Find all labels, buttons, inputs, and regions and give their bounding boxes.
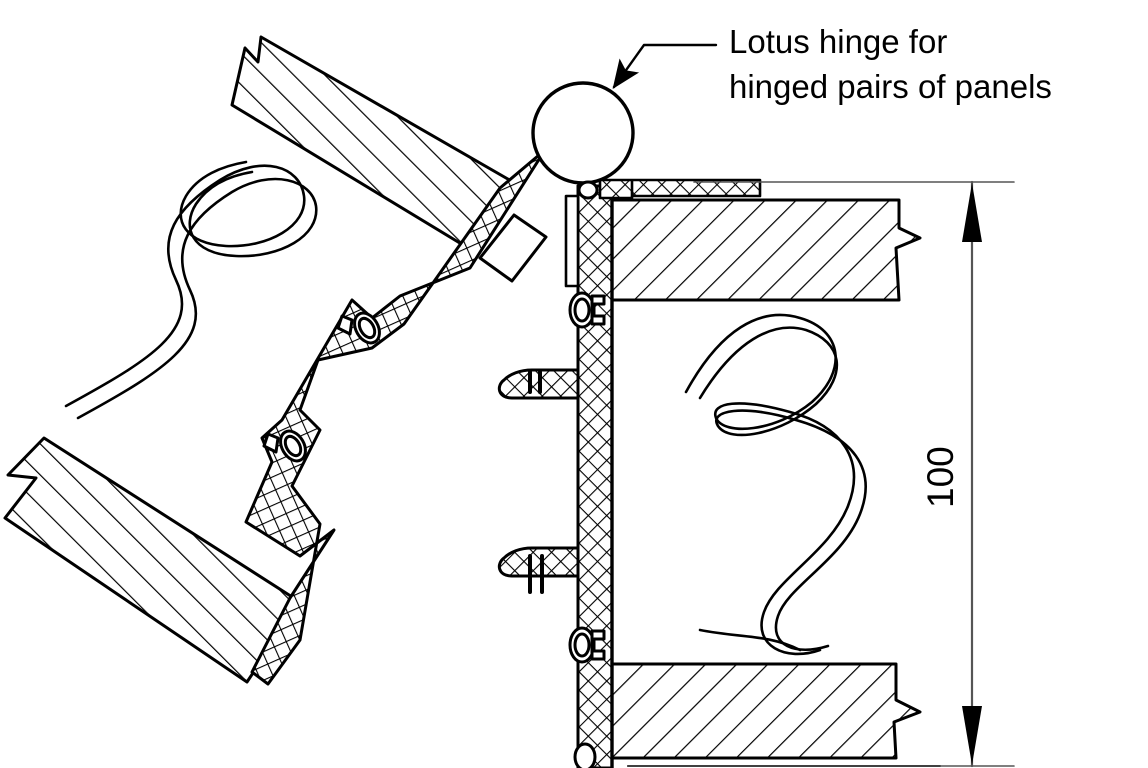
dimension-line-100	[627, 180, 1015, 768]
insulation-left	[64, 160, 318, 420]
gasket-seals-rotated	[262, 311, 381, 463]
note-leader-line	[612, 43, 718, 89]
dimension-value-100: 100	[920, 446, 961, 508]
gasket-seal-top	[577, 180, 599, 200]
flange-lower	[497, 546, 580, 594]
panel-lower-right	[610, 662, 922, 760]
panel-lower-left	[3, 436, 302, 684]
note-line-2: hinged pairs of panels	[729, 68, 1052, 105]
gasket-seal-upper	[568, 291, 606, 329]
hinge-circle	[531, 81, 635, 185]
gasket-seal-lower	[568, 626, 606, 664]
gasket-seal-bottom	[573, 742, 597, 768]
insulation-right	[684, 313, 867, 656]
panel-upper-right	[610, 198, 922, 302]
frame-vertical	[576, 184, 614, 768]
flange-upper	[497, 368, 580, 400]
panel-upper-left-tab	[478, 213, 548, 283]
panel-upper-right-cap	[598, 178, 762, 200]
frame-rotated	[244, 148, 547, 686]
frame-inner-rib	[564, 194, 580, 288]
note-line-1: Lotus hinge for	[729, 23, 948, 60]
